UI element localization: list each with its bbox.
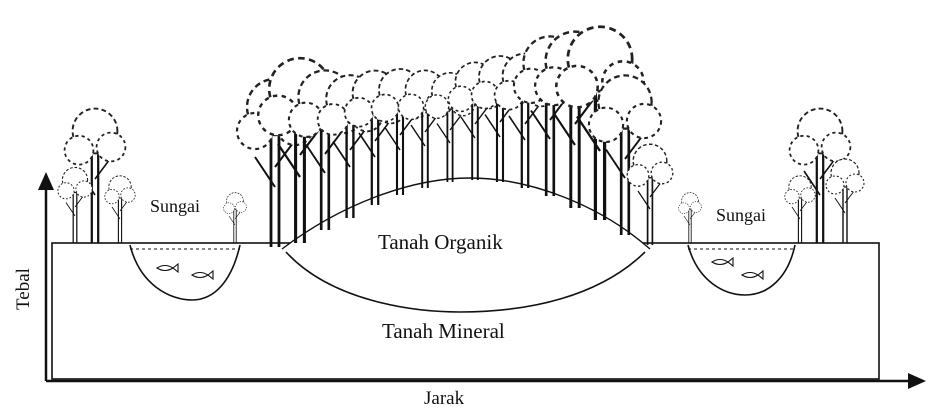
mineral-soil-label: Tanah Mineral [382,319,505,344]
tree-icon [58,167,92,243]
y-axis-arrow-icon [38,172,54,190]
organic-soil-label: Tanah Organik [378,230,503,255]
tree-icon [105,176,135,243]
tree-icon [826,159,864,243]
forest-left [58,109,247,243]
y-axis-label: Tebal [13,259,35,319]
tree-icon [224,193,247,243]
river-right-label: Sungai [716,205,766,226]
river-left-label: Sungai [150,196,200,217]
x-axis-arrow-icon [908,373,926,389]
tree-icon [679,193,702,243]
x-axis-label: Jarak [424,388,464,410]
forest-right [679,109,864,243]
tree-icon [785,176,815,243]
